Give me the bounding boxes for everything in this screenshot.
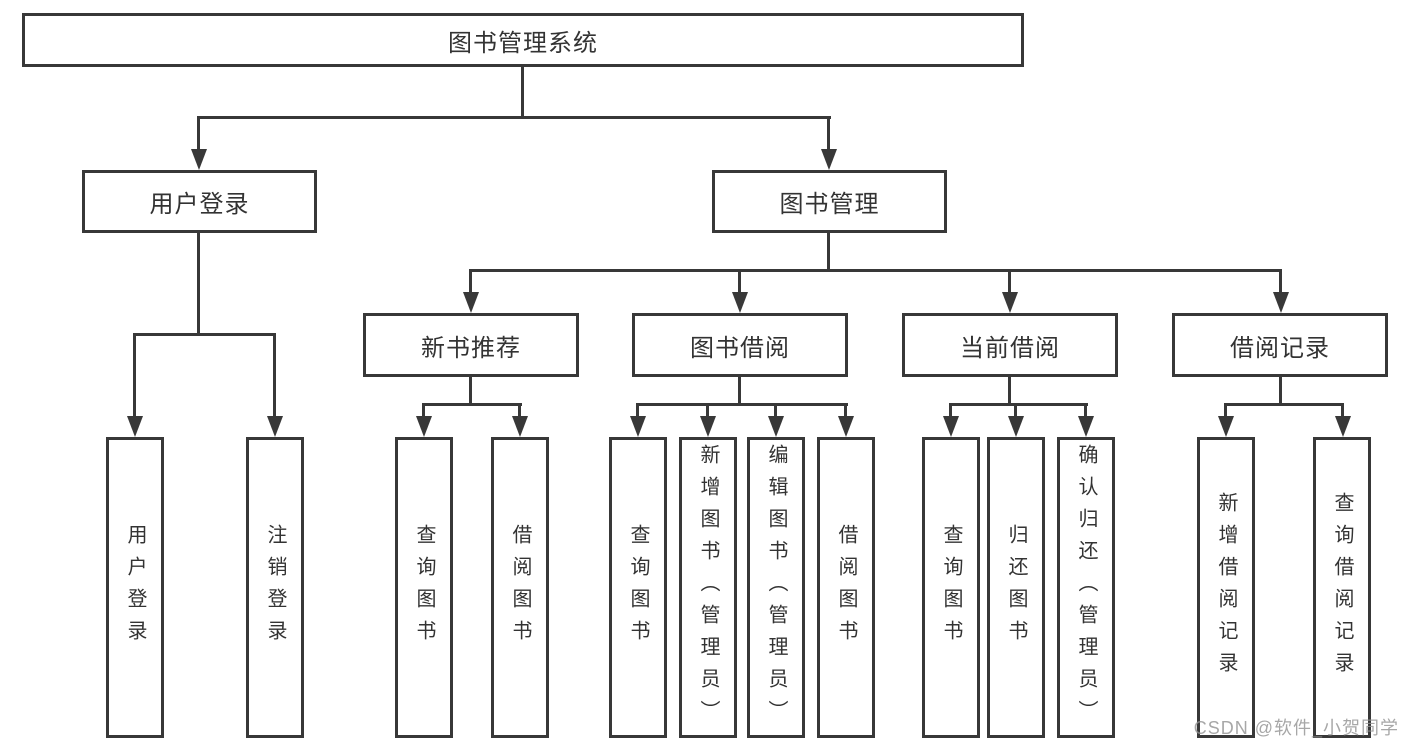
leaf-query-books-recommend: 查询图书 — [395, 437, 453, 738]
leaf-query-books-borrow-label: 查询图书 — [627, 523, 649, 652]
node-current-borrow: 当前借阅 — [902, 313, 1118, 377]
arrow-down-icon — [416, 416, 432, 437]
connector-root-stem — [521, 67, 524, 116]
node-root: 图书管理系统 — [22, 13, 1024, 67]
connector-book-borrow-stem — [738, 377, 741, 406]
arrow-down-icon — [127, 416, 143, 437]
leaf-query-books-current-label: 查询图书 — [940, 523, 962, 652]
connector-book-borrow-bar — [636, 403, 848, 406]
arrow-down-icon — [821, 149, 837, 170]
leaf-add-borrow-record-label: 新增借阅记录 — [1215, 491, 1237, 684]
leaf-add-borrow-record: 新增借阅记录 — [1197, 437, 1255, 738]
connector-root-bar — [197, 116, 831, 119]
leaf-add-books-admin: 新增图书（管理员） — [679, 437, 737, 738]
leaf-borrow-books-label: 借阅图书 — [835, 523, 857, 652]
connector-stub-leaf-logout — [273, 333, 276, 417]
node-book-management-label: 图书管理 — [779, 191, 880, 218]
connector-stub-user-login — [197, 116, 200, 152]
connector-borrow-record-bar — [1224, 403, 1344, 406]
node-user-login: 用户登录 — [82, 170, 317, 233]
leaf-borrow-books-recommend-label: 借阅图书 — [509, 523, 531, 652]
connector-stub-book-borrow — [738, 269, 741, 295]
leaf-query-borrow-record-label: 查询借阅记录 — [1331, 491, 1353, 684]
arrow-down-icon — [838, 416, 854, 437]
node-borrow-record-label: 借阅记录 — [1230, 334, 1330, 362]
leaf-logout: 注销登录 — [246, 437, 304, 738]
leaf-return-books: 归还图书 — [987, 437, 1045, 738]
arrow-down-icon — [1002, 292, 1018, 313]
arrow-down-icon — [768, 416, 784, 437]
node-book-management: 图书管理 — [712, 170, 947, 233]
connector-user-login-bar — [133, 333, 276, 336]
arrow-down-icon — [191, 149, 207, 170]
connector-stub — [1084, 403, 1087, 419]
leaf-return-books-label: 归还图书 — [1005, 523, 1027, 652]
connector-current-borrow-bar — [949, 403, 1088, 406]
leaf-edit-books-admin: 编辑图书（管理员） — [747, 437, 805, 738]
leaf-confirm-return-admin: 确认归还（管理员） — [1057, 437, 1115, 738]
node-user-login-label: 用户登录 — [149, 191, 250, 218]
arrow-down-icon — [700, 416, 716, 437]
connector-stub-borrow-record — [1279, 269, 1282, 295]
node-borrow-record: 借阅记录 — [1172, 313, 1388, 377]
connector-book-management-bar — [469, 269, 1282, 272]
node-new-book-recommend: 新书推荐 — [363, 313, 579, 377]
connector-new-book-stem — [469, 377, 472, 406]
connector-current-borrow-stem — [1008, 377, 1011, 406]
arrow-down-icon — [1335, 416, 1351, 437]
arrow-down-icon — [1273, 292, 1289, 313]
leaf-borrow-books-recommend: 借阅图书 — [491, 437, 549, 738]
arrow-down-icon — [463, 292, 479, 313]
arrow-down-icon — [267, 416, 283, 437]
csdn-watermark: CSDN @软件_小贺同学 — [1193, 718, 1399, 738]
connector-stub — [636, 403, 639, 419]
node-book-borrow: 图书借阅 — [632, 313, 848, 377]
connector-stub — [518, 403, 521, 419]
connector-stub — [774, 403, 777, 419]
arrow-down-icon — [943, 416, 959, 437]
connector-stub — [422, 403, 425, 419]
node-root-label: 图书管理系统 — [448, 29, 598, 57]
leaf-edit-books-admin-label: 编辑图书（管理员） — [765, 443, 787, 732]
connector-new-book-bar — [422, 403, 522, 406]
arrow-down-icon — [1008, 416, 1024, 437]
leaf-user-login: 用户登录 — [106, 437, 164, 738]
connector-stub-book-management — [827, 116, 830, 152]
connector-stub — [1341, 403, 1344, 419]
connector-stub — [949, 403, 952, 419]
arrow-down-icon — [1078, 416, 1094, 437]
arrow-down-icon — [512, 416, 528, 437]
leaf-query-borrow-record: 查询借阅记录 — [1313, 437, 1371, 738]
arrow-down-icon — [630, 416, 646, 437]
connector-stub — [1224, 403, 1227, 419]
connector-stub — [844, 403, 847, 419]
connector-stub — [1014, 403, 1017, 419]
leaf-confirm-return-admin-label: 确认归还（管理员） — [1075, 443, 1097, 732]
arrow-down-icon — [732, 292, 748, 313]
node-book-borrow-label: 图书借阅 — [690, 334, 790, 362]
leaf-logout-label: 注销登录 — [264, 523, 286, 652]
leaf-user-login-label: 用户登录 — [124, 523, 146, 652]
node-current-borrow-label: 当前借阅 — [960, 334, 1060, 362]
connector-stub-leaf-user-login — [133, 333, 136, 417]
arrow-down-icon — [1218, 416, 1234, 437]
leaf-query-books-recommend-label: 查询图书 — [413, 523, 435, 652]
leaf-query-books-borrow: 查询图书 — [609, 437, 667, 738]
node-new-book-recommend-label: 新书推荐 — [421, 334, 521, 362]
leaf-borrow-books: 借阅图书 — [817, 437, 875, 738]
connector-stub — [706, 403, 709, 419]
connector-user-login-stem — [197, 233, 200, 335]
leaf-add-books-admin-label: 新增图书（管理员） — [697, 443, 719, 732]
connector-borrow-record-stem — [1279, 377, 1282, 406]
connector-stub-current-borrow — [1008, 269, 1011, 295]
leaf-query-books-current: 查询图书 — [922, 437, 980, 738]
connector-book-management-stem — [827, 233, 830, 272]
connector-stub-new-book — [469, 269, 472, 295]
